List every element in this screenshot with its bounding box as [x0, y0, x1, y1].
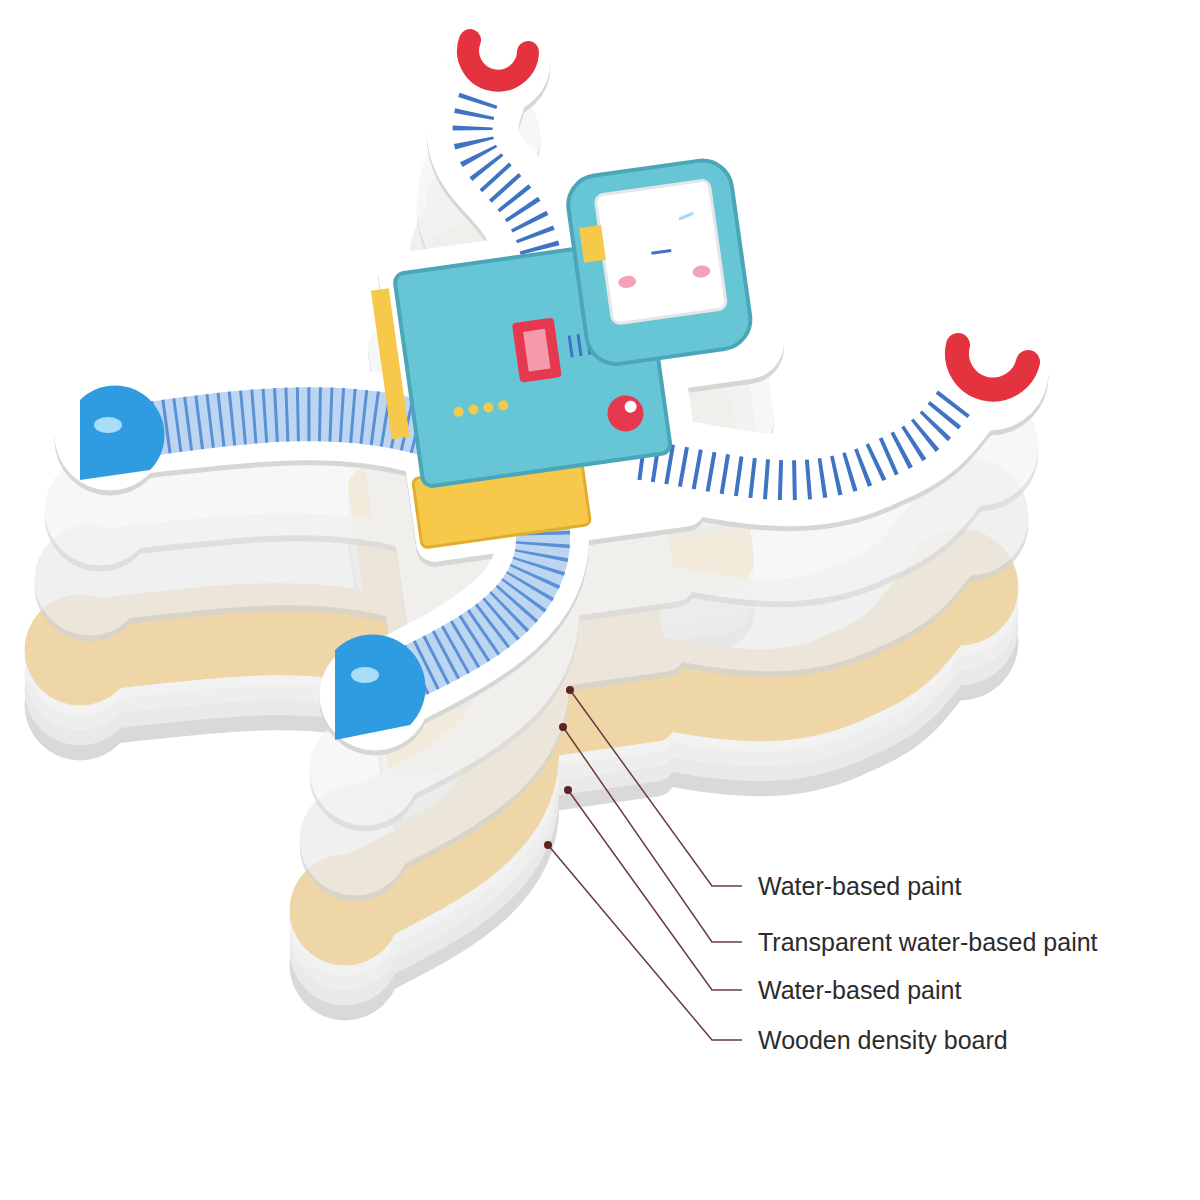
- layer-label: Water-based paint: [758, 871, 961, 901]
- layer-label: Water-based paint: [758, 975, 961, 1005]
- robot-layer: [55, 10, 1048, 755]
- leader-lines: [548, 690, 742, 1040]
- layer-label: Transparent water-based paint: [758, 927, 1098, 957]
- layer-label: Wooden density board: [758, 1025, 1008, 1055]
- leader-dots: [544, 686, 574, 849]
